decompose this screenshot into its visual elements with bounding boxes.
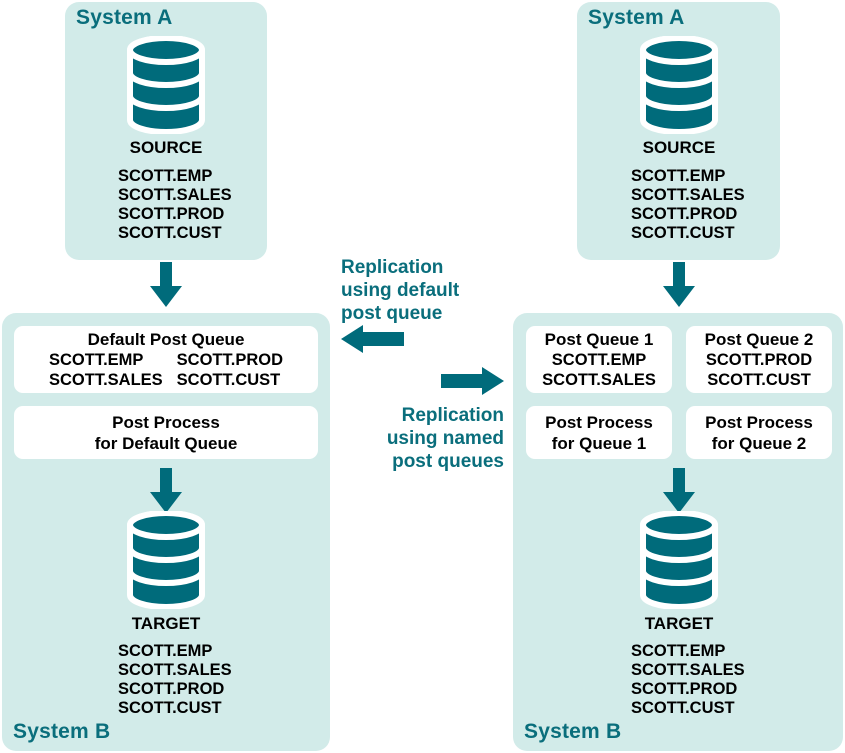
caption-line: Replication bbox=[401, 405, 504, 426]
default-post-queue-table-grid: SCOTT.EMP SCOTT.PROD SCOTT.SALES SCOTT.C… bbox=[49, 350, 283, 390]
left-target-table-list: SCOTT.EMP SCOTT.SALES SCOTT.PROD SCOTT.C… bbox=[118, 642, 232, 718]
post-queue-1-box: Post Queue 1 SCOTT.EMP SCOTT.SALES bbox=[526, 326, 672, 393]
arrow-down-icon bbox=[148, 468, 184, 519]
post-process-1-box: Post Process for Queue 1 bbox=[526, 406, 672, 459]
table-name: SCOTT.SALES bbox=[118, 661, 232, 679]
database-cylinder-icon bbox=[639, 36, 719, 134]
post-queue-2-box: Post Queue 2 SCOTT.PROD SCOTT.CUST bbox=[686, 326, 832, 393]
default-post-process-line-1: Post Process bbox=[112, 412, 220, 432]
right-source-panel-label: System A bbox=[588, 6, 685, 29]
table-name: SCOTT.PROD bbox=[176, 351, 284, 369]
table-name: SCOTT.PROD bbox=[118, 680, 225, 698]
post-process-2-line-2: for Queue 2 bbox=[711, 433, 807, 453]
table-name: SCOTT.CUST bbox=[631, 699, 735, 717]
table-name: SCOTT.CUST bbox=[707, 371, 811, 389]
table-name: SCOTT.EMP bbox=[118, 167, 213, 185]
post-process-1-line-1: Post Process bbox=[545, 412, 653, 432]
table-name: SCOTT.SALES bbox=[631, 186, 745, 204]
arrow-left-icon bbox=[341, 324, 405, 359]
right-target-table-list: SCOTT.EMP SCOTT.SALES SCOTT.PROD SCOTT.C… bbox=[631, 642, 745, 718]
table-name: SCOTT.PROD bbox=[631, 205, 738, 223]
default-post-process-line-2: for Default Queue bbox=[94, 433, 238, 453]
right-target-db-label: TARGET bbox=[644, 614, 714, 633]
table-name: SCOTT.CUST bbox=[118, 224, 222, 242]
table-name: SCOTT.PROD bbox=[631, 680, 738, 698]
arrow-right-icon bbox=[440, 366, 504, 401]
left-source-panel-label: System A bbox=[76, 6, 173, 29]
default-post-process-box: Post Process for Default Queue bbox=[14, 406, 318, 459]
table-name: SCOTT.EMP bbox=[631, 642, 726, 660]
post-queue-2-title: Post Queue 2 bbox=[704, 330, 814, 349]
caption-line: Replication bbox=[341, 257, 444, 278]
caption-line: post queue bbox=[341, 303, 443, 324]
left-target-db-label: TARGET bbox=[131, 614, 201, 633]
database-cylinder-icon bbox=[126, 36, 206, 134]
default-post-queue-title: Default Post Queue bbox=[87, 330, 245, 349]
table-name: SCOTT.EMP bbox=[631, 167, 726, 185]
default-queue-caption: Replication using default post queue bbox=[341, 256, 459, 325]
table-name: SCOTT.SALES bbox=[118, 186, 232, 204]
left-target-panel-label: System B bbox=[13, 720, 111, 743]
right-source-table-list: SCOTT.EMP SCOTT.SALES SCOTT.PROD SCOTT.C… bbox=[631, 167, 745, 243]
database-cylinder-icon bbox=[639, 511, 719, 609]
default-post-queue-box: Default Post Queue SCOTT.EMP SCOTT.PROD … bbox=[14, 326, 318, 393]
named-queues-caption: Replication using named post queues bbox=[325, 404, 504, 473]
table-name: SCOTT.CUST bbox=[118, 699, 222, 717]
left-source-table-list: SCOTT.EMP SCOTT.SALES SCOTT.PROD SCOTT.C… bbox=[118, 167, 232, 243]
left-source-db-label: SOURCE bbox=[129, 138, 203, 157]
arrow-down-icon bbox=[148, 262, 184, 313]
table-name: SCOTT.EMP bbox=[118, 642, 213, 660]
table-name: SCOTT.CUST bbox=[176, 371, 281, 389]
post-queue-1-title: Post Queue 1 bbox=[544, 330, 654, 349]
table-name: SCOTT.PROD bbox=[705, 351, 813, 369]
caption-line: using named bbox=[386, 428, 504, 449]
table-name: SCOTT.CUST bbox=[631, 224, 735, 242]
post-process-2-line-1: Post Process bbox=[705, 412, 813, 432]
table-name: SCOTT.SALES bbox=[48, 371, 163, 389]
post-process-2-box: Post Process for Queue 2 bbox=[686, 406, 832, 459]
post-process-1-line-2: for Queue 1 bbox=[551, 433, 647, 453]
table-name: SCOTT.SALES bbox=[542, 371, 656, 389]
right-target-panel-label: System B bbox=[524, 720, 622, 743]
table-name: SCOTT.SALES bbox=[631, 661, 745, 679]
caption-line: post queues bbox=[392, 451, 504, 472]
table-name: SCOTT.EMP bbox=[551, 351, 647, 369]
caption-line: using default bbox=[341, 280, 460, 301]
right-source-db-label: SOURCE bbox=[642, 138, 716, 157]
table-name: SCOTT.PROD bbox=[118, 205, 225, 223]
arrow-down-icon bbox=[661, 262, 697, 313]
table-name: SCOTT.EMP bbox=[48, 351, 144, 369]
arrow-down-icon bbox=[661, 468, 697, 519]
database-cylinder-icon bbox=[126, 511, 206, 609]
